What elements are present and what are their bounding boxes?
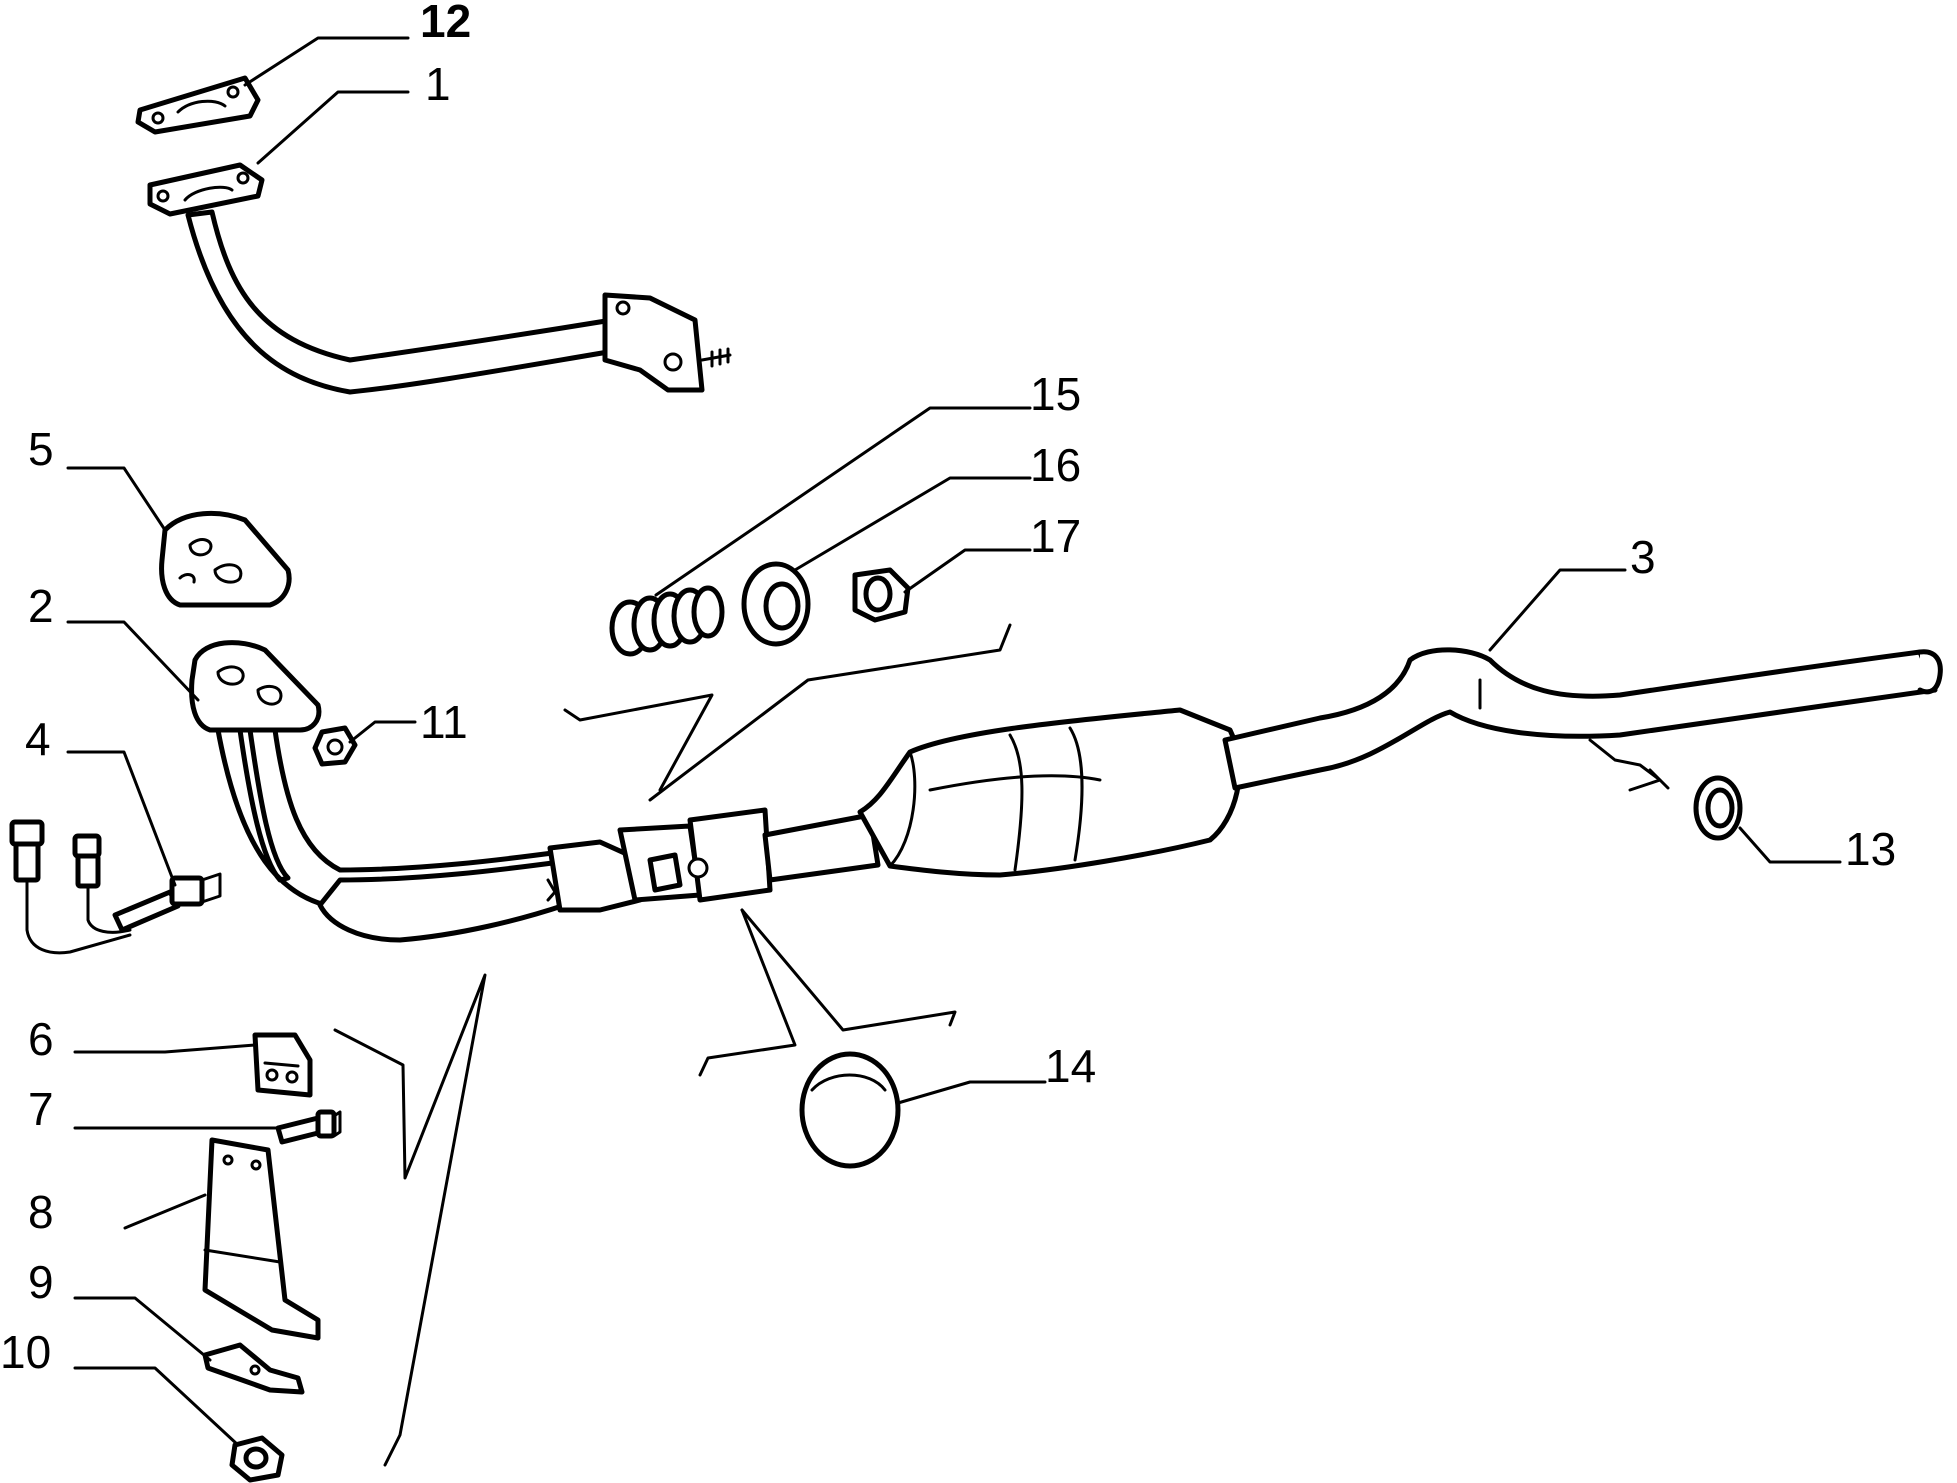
part-9-clip [202, 1342, 305, 1395]
part-5-gasket [159, 510, 292, 608]
callout-3: 3 [1630, 531, 1656, 583]
part-15-spring [609, 585, 725, 657]
callout-14: 14 [1045, 1040, 1096, 1092]
callout-16: 16 [1030, 439, 1081, 491]
part-8-hanger-plate [202, 1137, 321, 1341]
part-13-gasket-ring [1693, 775, 1743, 841]
part-6-bracket [252, 1032, 313, 1098]
part-14-rubber-mount [799, 1051, 901, 1169]
callout-12: 12 [420, 0, 471, 47]
part-1-front-pipe [147, 162, 732, 395]
callout-2: 2 [28, 580, 54, 632]
part-16-washer [741, 561, 811, 647]
part-3-catalytic-pipe [687, 647, 1943, 903]
leader-lines [66, 36, 1842, 1467]
part-11-nut [312, 725, 358, 767]
callout-8: 8 [28, 1186, 54, 1238]
part-10-nut [229, 1435, 285, 1483]
callout-10: 10 [0, 1326, 51, 1378]
callout-5: 5 [28, 423, 54, 475]
part-12-gasket [135, 75, 261, 135]
callout-4: 4 [25, 713, 51, 765]
callout-1: 1 [425, 58, 451, 110]
callout-9: 9 [28, 1256, 54, 1308]
callout-6: 6 [28, 1013, 54, 1065]
part-2-downpipe [189, 640, 703, 943]
callout-13: 13 [1845, 823, 1896, 875]
part-7-bolt [275, 1109, 342, 1145]
callout-numbers: 12 1 15 16 17 5 2 11 4 3 13 6 7 8 9 10 1… [0, 0, 1896, 1378]
callout-11: 11 [420, 696, 468, 748]
callout-17: 17 [1030, 510, 1081, 562]
part-17-nut [852, 567, 911, 623]
part-4-lambda-sensor [9, 819, 222, 955]
callout-7: 7 [28, 1083, 54, 1135]
callout-15: 15 [1030, 368, 1081, 420]
